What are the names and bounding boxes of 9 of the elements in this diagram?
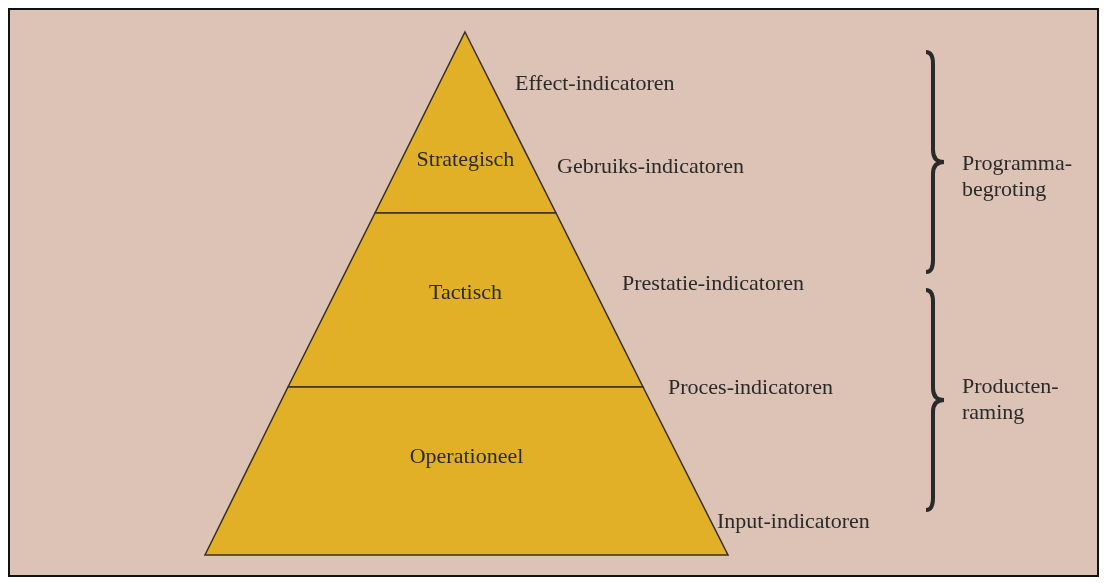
indicator-label: Prestatie-indicatoren [622,270,805,296]
tier-label: Strategisch [415,146,516,172]
indicator-label: Proces-indicatoren [668,374,833,400]
tier-label: Operationeel [408,443,525,469]
indicator-label: Input-indicatoren [717,508,870,534]
indicator-label: Effect-indicatoren [515,70,675,96]
bracket-label: Producten- raming [962,373,1060,425]
indicator-label: Gebruiks-indicatoren [557,153,744,179]
bracket-label: Programma- begroting [962,150,1072,202]
